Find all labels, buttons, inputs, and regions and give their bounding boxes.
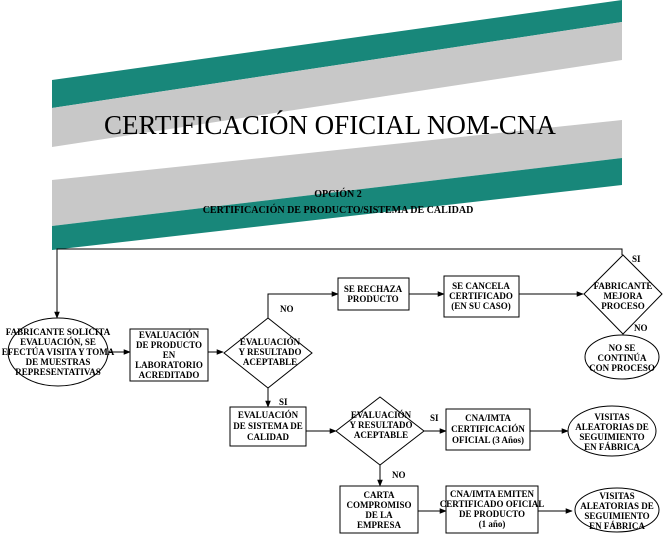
loop-line bbox=[54, 248, 623, 319]
node-visitas2-line: EN FÁBRICA bbox=[589, 521, 645, 531]
node-rechaza-line: SE RECHAZA bbox=[344, 284, 403, 294]
node-eval-sistema-line: CALIDAD bbox=[247, 432, 290, 442]
node-decision1-line: EVALUACIÓN bbox=[240, 337, 301, 347]
node-mejora-line: FABRICANTE bbox=[594, 281, 653, 291]
node-carta-line: COMPROMISO bbox=[347, 500, 412, 510]
node-visitas2-line: SEGUIMIENTO bbox=[584, 511, 649, 521]
node-cna-1-line: CNA/IMTA EMITEN bbox=[450, 489, 535, 499]
node-fabricante-line: REPRESENTATIVAS bbox=[15, 367, 101, 377]
node-visitas2-ellipse bbox=[574, 487, 660, 533]
node-cancela-box bbox=[443, 275, 520, 318]
banner-stripe-teal-2 bbox=[52, 158, 622, 250]
node-eval-sistema-line: DE SISTEMA DE bbox=[233, 421, 303, 431]
node-nocontinua-ellipse bbox=[584, 334, 660, 380]
node-rechaza-box bbox=[337, 277, 410, 311]
node-visitas1-line: ALEATORIAS DE bbox=[575, 422, 648, 432]
label-no-d2: NO bbox=[392, 470, 406, 480]
node-visitas1-line: EN FÁBRICA bbox=[584, 442, 640, 452]
node-eval-producto-line: EN bbox=[163, 350, 176, 360]
banner-option: OPCIÓN 2 bbox=[314, 188, 362, 200]
node-carta-line: CARTA bbox=[363, 490, 395, 500]
node-eval-sistema-box bbox=[229, 406, 307, 447]
banner: CERTIFICACIÓN OFICIAL NOM-CNA OPCIÓN 2 C… bbox=[52, 0, 622, 250]
node-fabricante-line: EFECTÚA VISITA Y TOMA bbox=[2, 347, 115, 357]
node-decision2-diamond bbox=[335, 396, 425, 466]
edge-labels: SI NO SI NO SI NO bbox=[279, 254, 648, 480]
node-no-continua-line: CON PROCESO bbox=[589, 363, 655, 373]
node-visitas2-line: VISITAS bbox=[599, 491, 634, 501]
node-carta-line: DE LA bbox=[365, 510, 393, 520]
node-no-continua-line: NO SE bbox=[609, 343, 636, 353]
node-decision2-line: ACEPTABLE bbox=[354, 430, 408, 440]
node-fabricante-ellipse bbox=[7, 317, 109, 387]
node-eval-producto-line: ACREDITADO bbox=[139, 370, 200, 380]
node-cna-3-line: OFICIAL (3 Años) bbox=[452, 435, 524, 445]
node-no-continua-line: CONTINÚA bbox=[597, 353, 647, 363]
label-no-d1: NO bbox=[280, 304, 294, 314]
node-cna-1-line: CERTIFICADO OFICIAL bbox=[440, 499, 544, 509]
node-cancela-line: (EN SU CASO) bbox=[451, 301, 511, 311]
banner-subtitle: CERTIFICACIÓN DE PRODUCTO/SISTEMA DE CAL… bbox=[203, 204, 474, 216]
node-cna-1-line: DE PRODUCTO bbox=[459, 509, 525, 519]
node-visitas1-line: SEGUIMIENTO bbox=[579, 432, 644, 442]
banner-stripe-teal-1 bbox=[52, 0, 622, 108]
node-carta-line: EMPRESA bbox=[357, 520, 402, 530]
node-eval-producto-line: LABORATORIO bbox=[135, 360, 203, 370]
connectors bbox=[54, 248, 626, 514]
node-decision2-line: Y RESULTADO bbox=[350, 420, 413, 430]
node-cna3-box bbox=[445, 408, 531, 451]
banner-stripe-gray-1 bbox=[52, 22, 622, 147]
node-eval-producto-line: EVALUACIÓN bbox=[139, 330, 200, 340]
label-si-top: SI bbox=[632, 254, 641, 264]
label-no-mejora: NO bbox=[634, 323, 648, 333]
label-si-d2: SI bbox=[430, 413, 439, 423]
node-visitas1-line: VISITAS bbox=[594, 412, 629, 422]
node-decision1-line: ACEPTABLE bbox=[243, 357, 297, 367]
node-eval-producto-box bbox=[129, 328, 209, 382]
nodes bbox=[7, 254, 663, 534]
node-eval-producto-line: DE PRODUCTO bbox=[136, 340, 202, 350]
node-cna-3-line: CERTIFICACIÓN bbox=[451, 424, 525, 434]
node-visitas1-ellipse bbox=[567, 405, 657, 457]
banner-stripe-gray-2 bbox=[52, 120, 622, 226]
banner-title: CERTIFICACIÓN OFICIAL NOM-CNA bbox=[104, 110, 556, 140]
node-decision1-diamond bbox=[223, 317, 313, 389]
node-decision2-line: EVALUACIÓN bbox=[351, 410, 412, 420]
node-eval-sistema-line: EVALUACIÓN bbox=[238, 410, 299, 420]
node-cna-3-line: CNA/IMTA bbox=[465, 413, 511, 423]
edge-d1-rechaza bbox=[267, 291, 339, 318]
node-visitas2-line: ALEATORIAS DE bbox=[580, 501, 653, 511]
node-mejora-diamond bbox=[583, 254, 663, 335]
node-fabricante-line: EVALUACIÓN, SE bbox=[20, 337, 96, 347]
node-cna1-box bbox=[445, 485, 539, 534]
label-si-d1: SI bbox=[279, 397, 288, 407]
node-carta-box bbox=[339, 485, 419, 534]
node-mejora-line: MEJORA bbox=[604, 291, 643, 301]
node-cna-1-line: (1 año) bbox=[479, 519, 506, 529]
node-cancela-line: SE CANCELA bbox=[452, 281, 510, 291]
node-fabricante-line: FABRICANTE SOLICITA bbox=[6, 327, 111, 337]
node-fabricante-line: DE MUESTRAS bbox=[26, 357, 91, 367]
node-cancela-line: CERTIFICADO bbox=[449, 291, 513, 301]
node-rechaza-line: PRODUCTO bbox=[347, 294, 398, 304]
node-mejora-line: PROCESO bbox=[601, 301, 645, 311]
node-decision1-line: Y RESULTADO bbox=[239, 347, 302, 357]
